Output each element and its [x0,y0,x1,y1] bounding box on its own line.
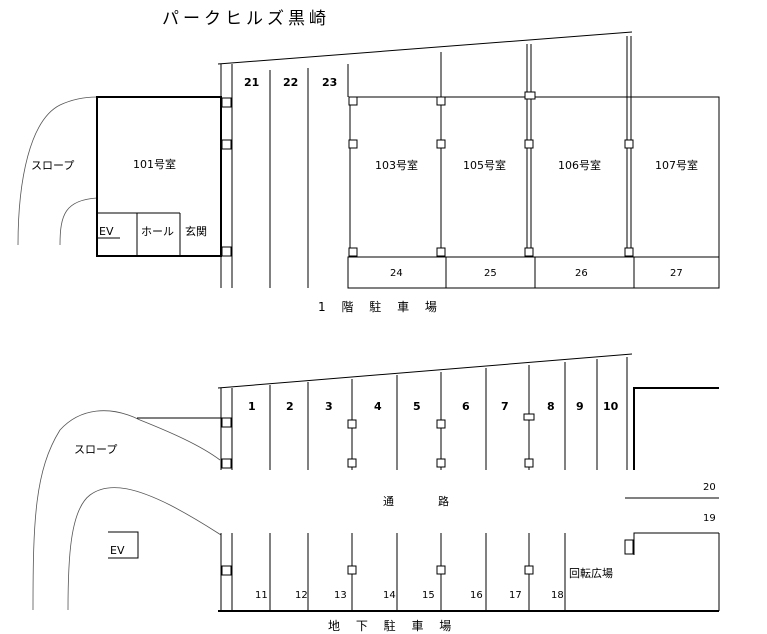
pillar [348,247,358,257]
space-10-label: 10 [603,400,619,413]
basement-slope-label: スロープ [74,443,117,456]
pillar [347,565,357,575]
space-1-label: 1 [248,400,256,413]
space-20-label: 20 [703,482,716,493]
space-19-label: 19 [703,513,716,524]
basement-caption: 地 下 駐 車 場 [328,618,457,633]
pillar [524,247,534,257]
basement-ev-label: EV [110,544,125,557]
space-13-label: 13 [334,590,347,601]
hall-label: ホール [141,225,174,238]
room-106-label: 106号室 [558,158,601,172]
aisle-label: 通 路 [383,495,449,508]
entrance-label: 玄関 [185,224,207,238]
ground-slope-outer-curve [17,96,98,246]
pillar [524,139,534,149]
pillar [347,419,357,429]
pillar [347,458,357,468]
space-23-label: 23 [322,76,337,89]
space-27-label: 27 [670,268,683,279]
ground-floor-plan: スロープ 101号室 EV ホール 玄関 103号室 105号室 106号室 1… [17,31,720,314]
pillar [624,139,634,149]
pillar [221,417,232,428]
space-9-label: 9 [576,400,584,413]
page-title: パークヒルズ黒崎 [162,9,330,29]
space-6-label: 6 [462,400,470,413]
pillar [436,247,446,257]
space-21-label: 21 [244,76,259,89]
basement-slope-outer-curve [32,410,221,611]
space-17-label: 17 [509,590,522,601]
space-4-label: 4 [374,400,382,413]
pillar [524,565,534,575]
basement-ev-box [108,531,139,559]
right-block-outline [633,387,719,470]
ground-roof-line [217,31,633,65]
pillar [624,539,634,555]
pillar [436,139,446,149]
space-12-label: 12 [295,590,308,601]
space-3-label: 3 [325,400,333,413]
pillar [436,565,446,575]
pillar [524,91,536,100]
ground-slope-label: スロープ [31,159,74,172]
turnaround-label: 回転広場 [569,567,613,580]
pillar [221,565,232,576]
space-2-label: 2 [286,400,294,413]
space-15-label: 15 [422,590,435,601]
pillar [436,96,446,106]
room-103-label: 103号室 [375,158,418,172]
pillar [624,247,634,257]
basement-roof-line [217,353,633,389]
pillar [524,458,534,468]
pillar [523,413,535,421]
pillar [221,139,232,150]
turnaround-top-edge [633,532,719,555]
space-25-label: 25 [484,268,497,279]
space-5-label: 5 [413,400,421,413]
space-11-label: 11 [255,590,268,601]
pillar [436,458,446,468]
space-7-label: 7 [501,400,509,413]
space-24-label: 24 [390,268,403,279]
space-8-label: 8 [547,400,555,413]
room-101-label: 101号室 [133,157,176,171]
pillar [221,458,232,469]
pillar [436,419,446,429]
pillar [221,97,232,108]
space-22-label: 22 [283,76,298,89]
ground-slope-inner-curve [59,197,98,246]
pillar [348,139,358,149]
room-105-label: 105号室 [463,158,506,172]
rooms-block-outline [349,96,720,258]
bottom-spaces-outline [347,256,720,289]
basement-slope-inner-curve [67,487,222,611]
space-18-label: 18 [551,590,564,601]
room-107-label: 107号室 [655,158,698,172]
space-26-label: 26 [575,268,588,279]
ground-ev-label: EV [99,225,114,238]
space-14-label: 14 [383,590,396,601]
basement-plan: スロープ EV 通 路 回転広場 1 2 3 4 5 6 7 8 9 10 20… [32,353,720,633]
pillar [348,96,358,106]
pillar [221,246,232,257]
space-16-label: 16 [470,590,483,601]
ground-floor-caption: 1 階 駐 車 場 [318,299,443,314]
